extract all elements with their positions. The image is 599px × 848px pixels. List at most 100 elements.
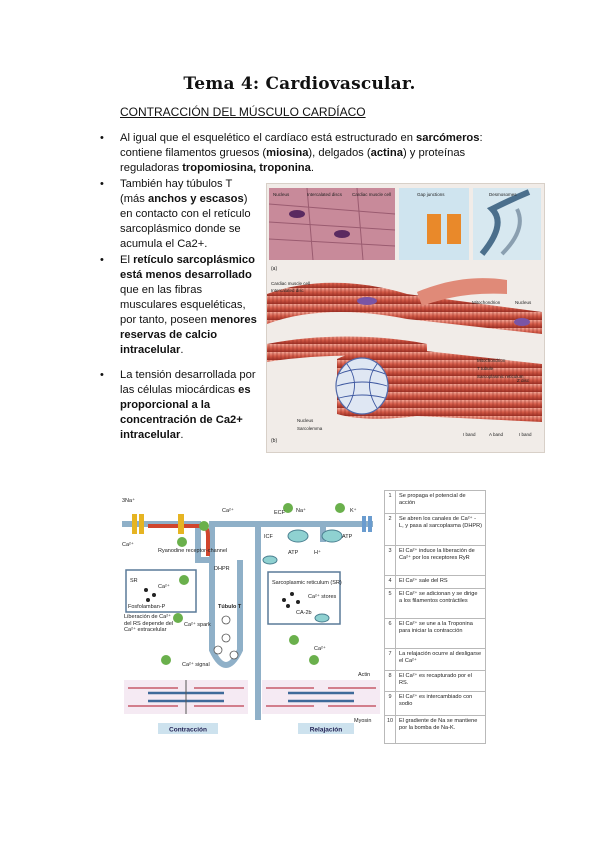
fig2-label: ECF (274, 510, 286, 516)
sr-release-note: Liberación de Ca²⁺ del RS depende del Ca… (124, 614, 174, 634)
ca-channel-shape (178, 514, 184, 534)
step-number: 3 (385, 546, 396, 575)
text-run: El (120, 254, 134, 266)
bullet-tension: • La tensión desarrollada por las célula… (100, 368, 260, 443)
sarcomere-right (262, 680, 380, 714)
step-text: El Ca²⁺ es intercambiado con sodio (399, 694, 473, 707)
fig2-label: K⁺ (350, 507, 357, 514)
fig1-label: Mitochondrion (477, 358, 506, 363)
fig2-label: Ca²⁺ spark (184, 621, 211, 628)
desmosome-shape (479, 189, 531, 256)
muscle-fiber (267, 282, 542, 334)
fig2-label: Actin (358, 672, 370, 678)
step-text: El Ca²⁺ se adicionan y se dirige a los f… (399, 591, 478, 604)
text-run: ), delgados ( (308, 147, 371, 159)
step-text: La relajación ocurre al desligarse el Ca… (399, 651, 482, 664)
fig2-label: Ryanodine receptor-channel (158, 548, 227, 554)
section-subtitle: CONTRACCIÓN DEL MÚSCULO CARDÍACO (120, 105, 366, 119)
fig1-label: Desmosomes (489, 192, 517, 197)
gap-junction-shape (447, 214, 461, 244)
fig1-label: Mitochondrion (472, 300, 501, 305)
text-run: También hay túbulos T (más (120, 178, 233, 205)
nucleus-shape (334, 230, 350, 238)
step-number: 10 (385, 716, 396, 743)
text-run: . (180, 429, 184, 441)
fig1-panel-label: (b) (271, 438, 277, 444)
step-number: 9 (385, 692, 396, 715)
fig1-label: A band (489, 432, 504, 437)
bullet-reticulo: • El retículo sarcoplásmico está menos d… (100, 253, 260, 358)
fig1-label: Z disc (517, 378, 530, 383)
text-run: : contiene filamentos gruesos ( (120, 132, 483, 159)
t-tubule-shape (209, 560, 243, 668)
ec-coupling-diagram: Contracción Relajación 3Na⁺ Ca²⁺ Ca²⁺ Ry… (118, 490, 384, 744)
step-number: 7 (385, 649, 396, 670)
step-text: Se propaga el potencial de acción (399, 493, 466, 506)
nucleus-shape (514, 318, 530, 326)
fig2-label: Myosin (354, 718, 371, 724)
fig1-label: Intercalated discs (307, 192, 343, 197)
fig1-panel-label: (a) (271, 266, 277, 272)
text-run: La tensión desarrollada por las células … (120, 369, 256, 396)
fig2-label: Ca²⁺ (158, 583, 170, 590)
bold-run: tropomiosina, troponina (182, 162, 311, 174)
fig2-label: ATP (288, 550, 299, 556)
fig1-label: I band (463, 432, 476, 437)
text-run: Al igual que el esquelético el cardíaco … (120, 132, 417, 144)
myofibril (337, 348, 542, 422)
fig1-label: Cardiac muscle cell (271, 281, 310, 286)
fig2-label: Ca²⁺ (122, 541, 134, 548)
step-text: El gradiente de Na se mantiene por la bo… (399, 718, 478, 731)
fig2-label: Ca²⁺ (314, 645, 326, 652)
sarcoplasmic-reticulum-shape (335, 357, 389, 415)
bullet-dot: • (100, 132, 104, 144)
step-number: 1 (385, 491, 396, 513)
fig2-label: DHPR (214, 566, 230, 572)
fig2-label: Túbulo T (218, 604, 242, 610)
step-number: 8 (385, 671, 396, 691)
cardiac-muscle-illustration: Nucleus Intercalated discs Cardiac muscl… (267, 187, 542, 444)
step-text: El Ca²⁺ es recapturado por el RS. (399, 673, 472, 686)
fig2-label: Ca²⁺ stores (308, 593, 337, 600)
bold-run: retículo sarcoplásmico está menos desarr… (120, 254, 255, 281)
fig1-label: I band (519, 432, 532, 437)
micrograph-panel (269, 188, 395, 260)
fig2-label: H⁺ (314, 549, 321, 556)
text-run: . (180, 344, 184, 356)
step-number: 2 (385, 514, 396, 545)
fig2-label: 3Na⁺ (122, 497, 135, 504)
text-run: ) en contacto con el retículo sarcoplásm… (120, 193, 251, 250)
fig2-label: Fosfolamban-P (128, 604, 166, 610)
bullet-dot: • (100, 178, 104, 190)
bold-run: actina (370, 147, 403, 159)
nucleus-shape (289, 210, 305, 218)
step-text: Se abren los canales de Ca²⁺ - L, y pasa… (399, 516, 483, 529)
fig1-label: T tubule (477, 366, 494, 371)
bullet-tubulos-t: • También hay túbulos T (más anchos y es… (100, 177, 260, 252)
fig2-label: Ca²⁺ signal (182, 661, 210, 668)
text-run: ) y proteínas reguladoras (120, 147, 466, 174)
bold-run: miosina (266, 147, 309, 159)
fig2-label: Ca²⁺ (222, 507, 234, 514)
ec-coupling-figure: Contracción Relajación 3Na⁺ Ca²⁺ Ca²⁺ Ry… (118, 490, 487, 744)
bullet-dot: • (100, 254, 104, 266)
page-title: Tema 4: Cardiovascular. (183, 74, 416, 94)
na-channel-shape (139, 514, 144, 534)
gap-junction-shape (427, 214, 441, 244)
fig1-label: Nucleus (515, 300, 532, 305)
bold-run: menores reservas de calcio intracelular (120, 314, 257, 356)
text-run: que en las fibras musculares esquelética… (120, 284, 246, 326)
cardiac-muscle-figure: Nucleus Intercalated discs Cardiac muscl… (266, 183, 545, 453)
fig1-label: Nucleus (297, 418, 314, 423)
fig2-label: SR (130, 578, 138, 584)
fig2-label: ATP (342, 534, 353, 540)
